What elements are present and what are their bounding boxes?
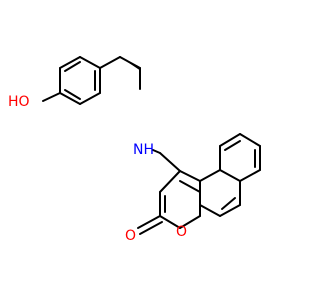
- carbonyl-oxygen-label: O: [125, 228, 136, 244]
- bond: [64, 61, 81, 72]
- bond: [139, 221, 163, 235]
- molecule-canvas: HO NH O O: [8, 56, 261, 244]
- bond: [159, 152, 181, 172]
- bond: [152, 149, 161, 154]
- bond: [159, 170, 181, 193]
- bond: [99, 56, 121, 69]
- molecule-structure: HO NH O O: [8, 56, 261, 244]
- bond: [199, 204, 221, 217]
- bond: [199, 169, 221, 182]
- bond: [79, 56, 101, 69]
- bond: [224, 140, 241, 151]
- bond: [219, 133, 241, 147]
- bond: [239, 169, 261, 182]
- bond: [59, 56, 81, 69]
- bond: [42, 92, 61, 102]
- bond: [221, 197, 236, 210]
- bond: [179, 215, 201, 229]
- bond: [239, 133, 261, 147]
- bond: [137, 215, 161, 229]
- bond: [59, 92, 81, 105]
- hydroxyl-label: HO: [8, 94, 30, 110]
- ring-oxygen-label: O: [176, 224, 187, 240]
- amine-label: NH: [133, 142, 154, 158]
- bond: [219, 169, 241, 182]
- wedge-bond: [120, 57, 141, 71]
- bond: [159, 215, 181, 229]
- bond: [179, 170, 201, 182]
- bond: [179, 180, 201, 193]
- bond: [219, 204, 241, 217]
- bond: [64, 89, 81, 100]
- bond: [79, 92, 101, 105]
